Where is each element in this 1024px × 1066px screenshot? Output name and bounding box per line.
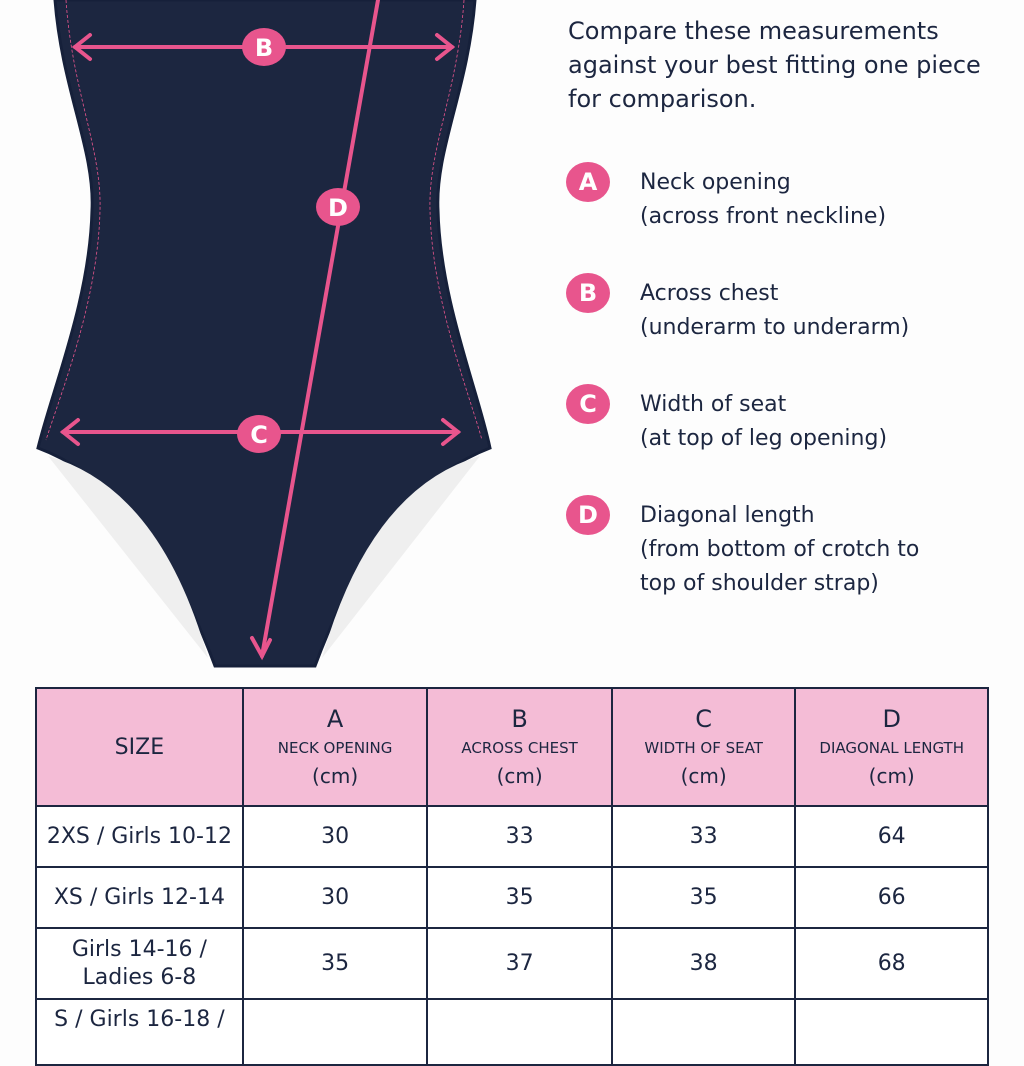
legend-title: Neck opening <box>640 170 791 195</box>
badge-b: B <box>566 273 610 313</box>
value-cell: 30 <box>241 805 429 868</box>
table-row: S / Girls 16-18 / <box>35 998 989 1066</box>
value-cell: 37 <box>426 927 613 1000</box>
diagram-label-b: B <box>255 34 273 62</box>
arrow-d-bottom <box>250 636 272 661</box>
badge-d <box>316 188 360 226</box>
right-leg-lining <box>322 456 480 658</box>
value-cell <box>241 998 429 1066</box>
value-cell: 33 <box>426 805 613 868</box>
legend-title: Diagonal length <box>640 503 815 528</box>
legend-item-b: B Across chest (underarm to underarm) <box>566 273 910 345</box>
left-leg-lining <box>48 456 208 658</box>
legend-desc: (across front neckline) <box>640 204 887 229</box>
size-cell: 2XS / Girls 10-12 <box>35 805 244 868</box>
intro-text: Compare these measurements against your … <box>568 17 981 113</box>
table-row: XS / Girls 12-14 30 35 35 66 <box>35 866 989 929</box>
side-stitching <box>45 0 483 441</box>
legend-desc: (at top of leg opening) <box>640 426 888 451</box>
badge-c <box>237 415 281 453</box>
swimsuit-body <box>36 0 492 668</box>
diagram-label-c: C <box>250 421 268 449</box>
badge-c: C <box>566 384 610 424</box>
value-cell: 35 <box>241 927 429 1000</box>
value-cell: 38 <box>610 927 797 1000</box>
measure-line-d <box>260 0 380 658</box>
badge-b <box>242 28 286 66</box>
legend-title: Width of seat <box>640 392 787 417</box>
size-cell: Girls 14-16 / Ladies 6-8 <box>35 927 244 1000</box>
value-cell <box>794 998 989 1066</box>
value-cell <box>610 998 797 1066</box>
legend-desc: (underarm to underarm) <box>640 315 910 340</box>
badge-a: A <box>566 162 610 202</box>
value-cell: 30 <box>241 866 429 929</box>
value-cell <box>426 998 613 1066</box>
badge-d: D <box>566 495 610 535</box>
arrow-b-right <box>435 33 456 61</box>
legend-title: Across chest <box>640 281 779 306</box>
diagram-label-d: D <box>328 194 348 222</box>
arrow-c-left <box>59 418 80 446</box>
value-cell: 33 <box>610 805 797 868</box>
value-cell: 64 <box>794 805 989 868</box>
size-header: SIZE <box>35 687 244 807</box>
arrow-c-right <box>441 418 462 446</box>
legend-desc: (from bottom of crotch to top of shoulde… <box>640 537 920 596</box>
size-cell: XS / Girls 12-14 <box>35 866 244 929</box>
value-cell: 68 <box>794 927 989 1000</box>
value-cell: 66 <box>794 866 989 929</box>
legend-item-a: A Neck opening (across front neckline) <box>566 162 887 234</box>
size-cell: S / Girls 16-18 / <box>35 998 244 1066</box>
legend-item-c: C Width of seat (at top of leg opening) <box>566 384 888 456</box>
arrow-b-left <box>71 33 92 61</box>
table-row: Girls 14-16 / Ladies 6-8 35 37 38 68 <box>35 927 989 1000</box>
table-row: 2XS / Girls 10-12 30 33 33 64 <box>35 805 989 868</box>
legend-item-d: D Diagonal length (from bottom of crotch … <box>566 495 940 601</box>
value-cell: 35 <box>426 866 613 929</box>
swimsuit-diagram: B D C <box>36 0 492 668</box>
value-cell: 35 <box>610 866 797 929</box>
